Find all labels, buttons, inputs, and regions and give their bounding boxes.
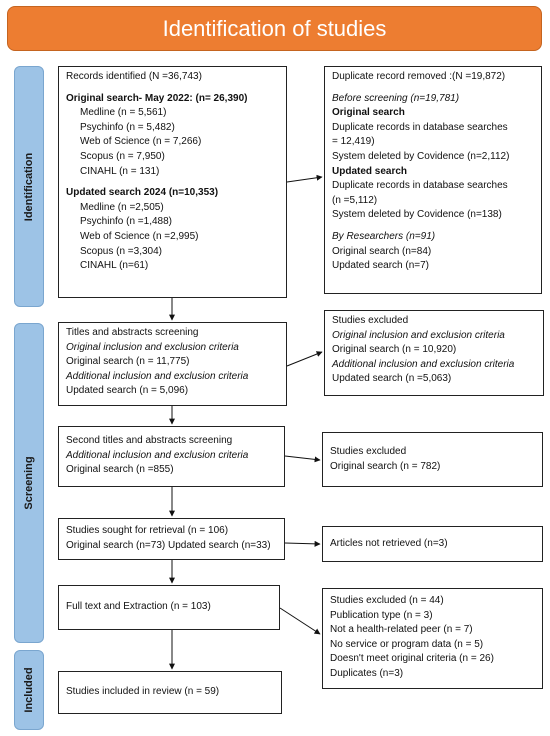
- dup-updated-system: System deleted by Covidence (n=138): [332, 209, 502, 221]
- title-abstract-screening-box: Titles and abstracts screening Original …: [58, 322, 287, 406]
- studies-excluded-box-3: Studies excluded (n = 44) Publication ty…: [322, 588, 543, 689]
- not-retrieved-box: Articles not retrieved (n=3): [322, 526, 543, 562]
- phase-included: Included: [14, 650, 44, 730]
- excl1-line1: Studies excluded: [332, 315, 409, 326]
- excl3-line: Duplicates (n=3): [330, 667, 404, 679]
- included-line1: Studies included in review (n = 59): [66, 686, 220, 697]
- duplicates-removed-box: Duplicate record removed :(N =19,872) Be…: [324, 66, 542, 294]
- researchers-original: Original search (n=84): [332, 245, 432, 257]
- excl3-line: No service or program data (n = 5): [330, 638, 484, 650]
- original-item: CINAHL (n = 131): [80, 165, 160, 177]
- dup-original-line2: = 12,419): [332, 136, 375, 148]
- dup-original-system: System deleted by Covidence (n=2,112): [332, 150, 510, 162]
- by-researchers: By Researchers (n=91): [332, 230, 436, 242]
- excl3-line: Publication type (n = 3): [330, 609, 433, 621]
- records-total: Records identified (N =36,743): [66, 71, 202, 82]
- updated-item: Web of Science (n =2,995): [80, 230, 199, 242]
- screen2-line2: Additional inclusion and exclusion crite…: [66, 449, 249, 461]
- arrow-second-to-excluded-2: [284, 455, 321, 463]
- original-item: Psychinfo (n = 5,482): [80, 121, 175, 133]
- dup-original-line1: Duplicate records in database searches: [332, 121, 508, 133]
- excl1-line2: Original inclusion and exclusion criteri…: [332, 329, 505, 341]
- excl3-line: Not a health-related peer (n = 7): [330, 624, 473, 636]
- retrieval-line2: Original search (n=73) Updated search (n…: [66, 539, 271, 551]
- excl2-line1: Studies excluded: [330, 446, 407, 457]
- screen2-line3: Original search (n =855): [66, 464, 174, 476]
- screen1-line2: Original inclusion and exclusion criteri…: [66, 341, 239, 353]
- original-item: Medline (n = 5,561): [80, 107, 167, 119]
- studies-excluded-box-1: Studies excluded Original inclusion and …: [324, 310, 544, 396]
- screen1-line5: Updated search (n = 5,096): [66, 385, 189, 397]
- excl3-line: Doesn't meet original criteria (n = 26): [330, 653, 494, 665]
- arrow-fulltext-to-excluded-3: [279, 607, 321, 635]
- not-retrieved-line1: Articles not retrieved (n=3): [330, 538, 448, 549]
- fulltext-line1: Full text and Extraction (n = 103): [66, 601, 211, 612]
- retrieval-box: Studies sought for retrieval (n = 106) O…: [58, 518, 285, 560]
- screen1-line4: Additional inclusion and exclusion crite…: [66, 370, 249, 382]
- excl1-line3: Original search (n = 10,920): [332, 344, 457, 356]
- second-screening-box: Second titles and abstracts screening Ad…: [58, 426, 285, 487]
- updated-item: Psychinfo (n =1,488): [80, 216, 172, 228]
- screen2-line1: Second titles and abstracts screening: [66, 435, 233, 446]
- updated-item: Medline (n =2,505): [80, 201, 164, 213]
- excl2-line2: Original search (n = 782): [330, 460, 441, 472]
- records-identified-box: Records identified (N =36,743) Original …: [58, 66, 287, 298]
- researchers-updated: Updated search (n=7): [332, 260, 430, 272]
- original-search-header: Original search- May 2022: (n= 26,390): [66, 92, 248, 104]
- excl3-line: Studies excluded (n = 44): [330, 595, 444, 606]
- phase-identification: Identification: [14, 66, 44, 307]
- updated-item: CINAHL (n=61): [80, 260, 149, 272]
- before-screening: Before screening (n=19,781): [332, 92, 460, 104]
- diagram-title: Identification of studies: [162, 15, 387, 41]
- updated-search-header: Updated search 2024 (n=10,353): [66, 187, 219, 199]
- arrow-screening-to-excluded-1: [286, 351, 323, 367]
- dup-updated-line2: (n =5,112): [332, 194, 378, 206]
- arrow-identified-to-duplicates: [286, 174, 323, 183]
- arrow-retrieval-to-not-retrieved: [284, 540, 321, 547]
- screen1-line1: Titles and abstracts screening: [66, 327, 199, 338]
- duplicates-header: Duplicate record removed :(N =19,872): [332, 71, 506, 82]
- excl1-line5: Updated search (n =5,063): [332, 373, 452, 385]
- fulltext-box: Full text and Extraction (n = 103): [58, 585, 280, 630]
- included-box: Studies included in review (n = 59): [58, 671, 282, 714]
- dup-updated-line1: Duplicate records in database searches: [332, 180, 508, 192]
- studies-excluded-box-2: Studies excluded Original search (n = 78…: [322, 432, 543, 487]
- phase-screening: Screening: [14, 323, 44, 643]
- screen1-line3: Original search (n = 11,775): [66, 356, 190, 368]
- retrieval-line1: Studies sought for retrieval (n = 106): [66, 525, 229, 536]
- original-item: Web of Science (n = 7,266): [80, 136, 202, 148]
- excl1-line4: Additional inclusion and exclusion crite…: [332, 358, 515, 370]
- dup-updated-label: Updated search: [332, 165, 408, 177]
- updated-item: Scopus (n =3,304): [80, 245, 162, 257]
- title-banner: Identification of studies: [7, 6, 542, 51]
- dup-original-label: Original search: [332, 107, 405, 119]
- original-item: Scopus (n = 7,950): [80, 150, 165, 162]
